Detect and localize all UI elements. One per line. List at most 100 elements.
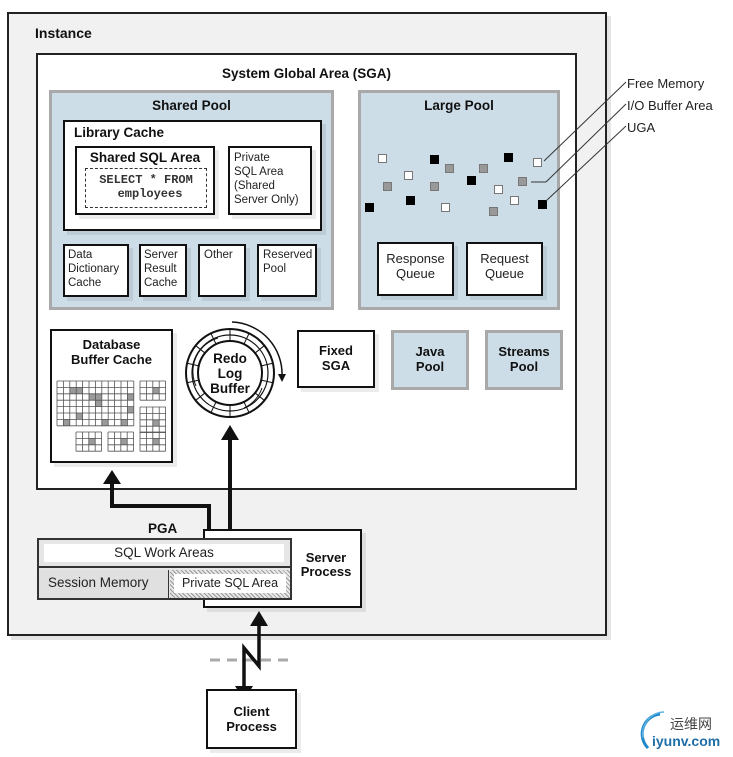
reserved-pool-line2: Pool [263, 263, 287, 275]
buffer-block-grid [107, 431, 135, 452]
library-cache-label: Library Cache [74, 125, 165, 140]
dirty-buffer-cell [69, 387, 77, 394]
server-process-line2: Process [300, 564, 352, 579]
fixed-sga-line1: Fixed [319, 343, 353, 358]
io-buffer-chunk [489, 207, 498, 216]
dirty-buffer-cell [76, 413, 83, 420]
private-sql-line3: (Shared [234, 180, 275, 192]
other-label: Other [204, 249, 233, 261]
uga-chunk [406, 196, 415, 205]
redo-log-slot-divider [195, 392, 206, 401]
java-pool-line1: Java [415, 344, 445, 359]
other-box: Other [198, 244, 246, 297]
io-buffer-chunk [430, 182, 439, 191]
session-memory: Session Memory [39, 570, 169, 598]
response-queue-line1: Response [386, 251, 445, 266]
sql-statement-line1: SELECT * FROM [99, 173, 193, 187]
pga-label: PGA [148, 521, 178, 536]
legend-free-memory: Free Memory [627, 76, 705, 91]
buffer-block-grid [75, 431, 102, 452]
data-dictionary-line1: Data [68, 249, 93, 261]
redo-log-slot-divider [243, 333, 250, 345]
dirty-buffer-cell [120, 438, 128, 445]
redo-log-slot-divider [210, 333, 217, 345]
data-dictionary-cache: Data Dictionary Cache [63, 244, 129, 297]
dirty-buffer-cell [95, 393, 102, 401]
arrow-to-redo-log-head [221, 425, 239, 440]
dirty-buffer-cell [152, 387, 160, 394]
shared-pool-label: Shared Pool [152, 98, 231, 113]
client-process-line2: Process [226, 719, 277, 734]
redo-log-slot-divider [254, 345, 265, 354]
request-queue-line1: Request [480, 251, 529, 266]
redo-inner-arrow-left [192, 337, 219, 387]
private-sql-area-shared-server: Private SQL Area (Shared Server Only) [228, 146, 312, 215]
redo-log-slot-divider [186, 362, 199, 367]
reserved-pool-line1: Reserved [263, 249, 313, 261]
free-memory-chunk [441, 203, 450, 212]
dirty-buffer-cell [127, 393, 134, 401]
redo-log-slot-divider [186, 379, 199, 384]
fixed-sga: Fixed SGA [297, 330, 375, 388]
watermark-url: iyunv.com [652, 733, 721, 749]
db-buffer-cache-line1: Database [82, 337, 141, 352]
sql-work-areas: SQL Work Areas [44, 544, 284, 562]
redo-rotation-arrow [231, 321, 283, 377]
large-pool-label: Large Pool [424, 98, 494, 113]
arrow-up-head [250, 611, 268, 626]
streams-pool-line1: Streams [498, 344, 550, 359]
server-process-line1: Server [305, 550, 347, 565]
uga-chunk [430, 155, 439, 164]
redo-log-slot-divider [261, 379, 274, 384]
dirty-buffer-cell [152, 438, 160, 445]
private-sql-line4: Server Only) [234, 194, 299, 206]
io-buffer-chunk [445, 164, 454, 173]
java-pool-line2: Pool [415, 359, 445, 374]
private-sql-line1: Private [234, 152, 270, 164]
streams-pool: Streams Pool [485, 330, 563, 390]
server-result-line2: Result [144, 263, 177, 275]
dirty-buffer-cell [88, 438, 96, 445]
io-buffer-chunk [518, 177, 527, 186]
fixed-sga-line2: SGA [321, 358, 351, 373]
redo-log-slot-divider [254, 392, 265, 401]
request-queue: Request Queue [466, 242, 543, 296]
buffer-block-grid [56, 380, 135, 427]
sga-label: System Global Area (SGA) [221, 66, 392, 81]
arrow-to-buffer-cache-head [103, 470, 121, 484]
server-result-line3: Cache [144, 277, 178, 289]
dirty-buffer-cell [121, 419, 128, 426]
data-dictionary-line3: Cache [68, 277, 102, 289]
dirty-buffer-cell [63, 419, 70, 426]
free-memory-chunk [494, 185, 503, 194]
shared-sql-area-label: Shared SQL Area [89, 150, 201, 165]
instance-label: Instance [35, 25, 92, 41]
free-memory-chunk [378, 154, 387, 163]
redo-inner-arrow-right [243, 387, 263, 409]
legend-uga: UGA [627, 120, 656, 135]
response-queue: Response Queue [377, 242, 454, 296]
arrow-to-buffer-cache [110, 482, 211, 529]
free-memory-chunk [510, 196, 519, 205]
watermark-cn: 运维网 [670, 717, 712, 733]
dirty-buffer-cell [76, 387, 83, 394]
uga-chunk [504, 153, 513, 162]
redo-log-slot-divider [210, 401, 217, 413]
sql-statement-dashed-box [85, 168, 207, 208]
redo-log-line1: Redo [213, 351, 247, 366]
free-memory-chunk [404, 171, 413, 180]
buffer-block-grid [139, 380, 167, 401]
client-server-connection [242, 624, 261, 690]
db-buffer-cache-line2: Buffer Cache [71, 352, 152, 367]
data-dictionary-line2: Dictionary [68, 263, 120, 275]
client-process: Client Process [206, 689, 297, 749]
legend-io-buffer-area: I/O Buffer Area [627, 98, 713, 113]
redo-rotation-arrowhead [278, 374, 286, 382]
java-pool: Java Pool [391, 330, 469, 390]
dirty-buffer-cell [127, 406, 134, 413]
reserved-pool: Reserved Pool [257, 244, 317, 297]
uga-chunk [538, 200, 547, 209]
